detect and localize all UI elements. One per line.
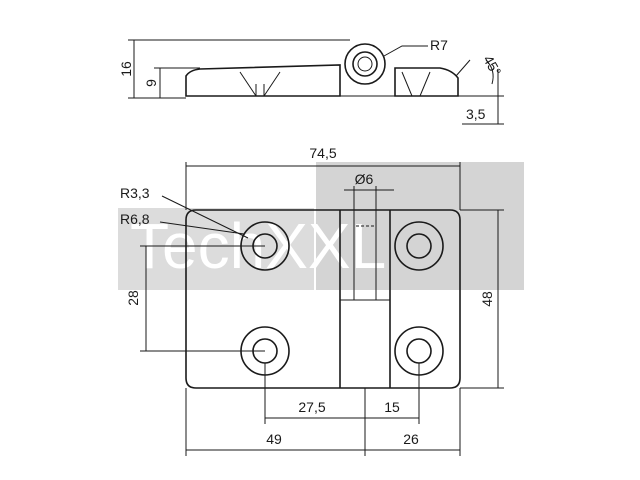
dim-45-label: 45°	[480, 52, 504, 78]
watermark-band-left	[118, 208, 314, 290]
hole-top-right	[406, 233, 432, 259]
dim-9-label: 9	[143, 79, 159, 87]
dim-r7-leader	[383, 45, 428, 57]
boss-top-right	[394, 221, 444, 271]
dim-r3-3-label: R3,3	[120, 185, 150, 201]
dim-16-label: 16	[118, 61, 134, 77]
dim-48-label: 48	[479, 291, 495, 307]
dim-49-label: 49	[266, 431, 282, 447]
dim-r6-8-label: R6,8	[120, 211, 150, 227]
dim-26-label: 26	[403, 431, 419, 447]
watermark-band-right	[316, 162, 524, 290]
dim-3-5-label: 3,5	[466, 106, 486, 122]
dim-28-label: 28	[125, 290, 141, 306]
watermark: TechXXL	[118, 162, 524, 290]
dim-d6-label: Ø6	[355, 171, 374, 187]
side-pin-inner	[357, 56, 373, 72]
dim-15-label: 15	[384, 399, 400, 415]
side-left-leaf	[185, 64, 341, 97]
dim-r3-3-leader	[161, 195, 249, 239]
dim-r7-label: R7	[430, 37, 448, 53]
dim-27-5-label: 27,5	[298, 399, 325, 415]
side-countersink-left	[239, 71, 281, 97]
dim-74-5-label: 74,5	[309, 145, 336, 161]
side-view: 16 9 R7 45° 3,5	[118, 37, 505, 125]
dim-r6-8-leader	[159, 221, 245, 235]
side-right-leaf	[394, 67, 459, 97]
side-knuckle	[344, 43, 386, 85]
front-view: 74,5 Ø6 R3,3 R6,8 28 48 27,5 15 49	[120, 145, 504, 456]
hole-bottom-right	[406, 338, 432, 364]
side-pin-outer	[352, 51, 378, 77]
front-outline	[185, 209, 461, 389]
side-countersink-right	[401, 71, 431, 97]
dim-45-arc	[455, 59, 494, 85]
